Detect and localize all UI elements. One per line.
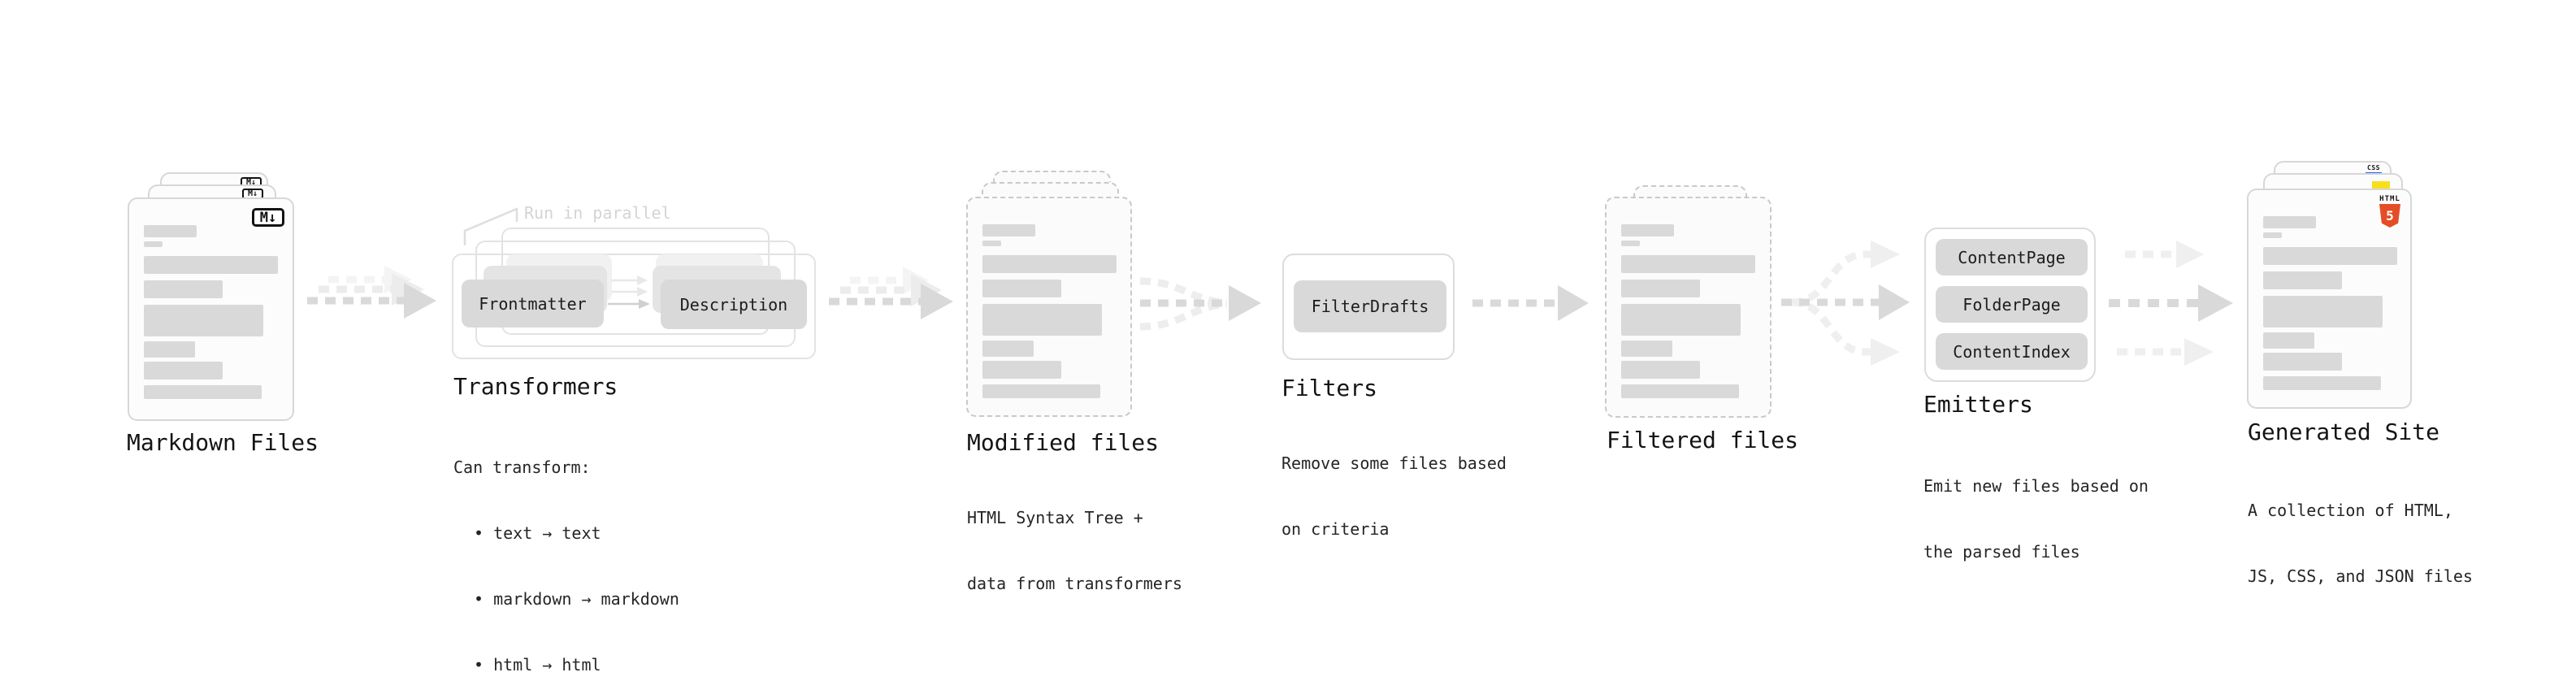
arrow-emitters-to-generated [2109, 241, 2233, 366]
run-in-parallel-note: Run in parallel [524, 203, 671, 223]
text-line-placeholder [1621, 224, 1674, 236]
bullet-item: • html → html [474, 655, 601, 674]
description-line: Emit new files based on [1923, 476, 2149, 496]
text-line-placeholder [982, 304, 1102, 336]
arrow-filters-to-filtered [1472, 285, 1589, 321]
description-line: Remove some files based [1281, 453, 1507, 473]
text-line-placeholder [144, 362, 223, 380]
text-line-placeholder [2263, 247, 2397, 265]
stage-title-filtered-files: Filtered files [1607, 427, 1799, 453]
text-line-placeholder [982, 384, 1100, 398]
description-line: on criteria [1281, 519, 1390, 539]
filtered-file-card-front [1605, 197, 1772, 418]
html5-icon-word: HTML [2379, 195, 2400, 203]
bullet-item: • text → text [474, 523, 601, 543]
stage-title-markdown-files: Markdown Files [127, 429, 319, 456]
emitters-panel: ContentPage FolderPage ContentIndex [1924, 228, 2096, 382]
generated-site-description: A collection of HTML, JS, CSS, and JSON … [2248, 456, 2473, 631]
text-line-placeholder [982, 224, 1035, 236]
stage-title-modified-files: Modified files [967, 429, 1160, 456]
css-icon-label: CSS [2367, 165, 2380, 171]
transformers-description: Can transform: • text → text • markdown … [453, 413, 679, 681]
text-line-placeholder [144, 280, 223, 298]
html5-icon: HTML 5 [2379, 195, 2400, 228]
content-index-emitter-box: ContentIndex [1936, 333, 2088, 370]
text-line-placeholder [1621, 280, 1700, 297]
text-line-placeholder [144, 256, 278, 274]
text-line-placeholder [2263, 216, 2316, 228]
description-line: A collection of HTML, [2248, 501, 2453, 520]
text-line-placeholder [982, 361, 1061, 379]
text-line-placeholder [1621, 241, 1640, 246]
filter-drafts-box: FilterDrafts [1294, 280, 1446, 332]
html5-icon-shield: 5 [2379, 204, 2400, 228]
description-line: HTML Syntax Tree + [967, 508, 1143, 527]
description-line: the parsed files [1923, 542, 2080, 562]
description-line: JS, CSS, and JSON files [2248, 566, 2473, 586]
arrow-filtered-to-emitters-fanout [1781, 241, 1910, 366]
text-line-placeholder [2263, 353, 2342, 371]
text-line-placeholder [2263, 332, 2314, 349]
text-line-placeholder [982, 241, 1001, 246]
stage-title-filters: Filters [1281, 375, 1378, 401]
js-icon [2372, 181, 2390, 189]
text-line-placeholder [1621, 255, 1755, 273]
markdown-file-card-front: M↓ [128, 197, 294, 421]
text-line-placeholder [144, 241, 163, 247]
stage-title-generated-site: Generated Site [2248, 419, 2440, 445]
html-file-card: HTML 5 [2247, 189, 2412, 409]
frontmatter-transformer-box: Frontmatter [462, 280, 604, 327]
content-page-emitter-box: ContentPage [1936, 239, 2088, 275]
text-line-placeholder [2263, 376, 2381, 390]
text-line-placeholder [1621, 384, 1739, 398]
text-line-placeholder [982, 280, 1061, 297]
filters-panel: FilterDrafts [1282, 254, 1455, 360]
modified-file-card-front [966, 197, 1132, 417]
text-line-placeholder [1621, 340, 1672, 357]
emitters-description: Emit new files based on the parsed files [1923, 432, 2149, 607]
text-line-placeholder [982, 255, 1117, 273]
text-line-placeholder [1621, 304, 1741, 336]
folder-page-emitter-box: FolderPage [1936, 286, 2088, 323]
text-line-placeholder [2263, 271, 2342, 289]
text-line-placeholder [2263, 232, 2282, 238]
filters-description: Remove some files based on criteria [1281, 409, 1507, 584]
arrow-modified-to-filters-merge [1139, 277, 1261, 331]
text-line-placeholder [1621, 361, 1700, 379]
description-transformer-box: Description [661, 280, 807, 329]
arrow-markdown-to-transformers [307, 266, 436, 319]
transformer-frame-front [452, 254, 816, 359]
markdown-icon: M↓ [252, 208, 284, 227]
modified-files-description: HTML Syntax Tree + data from transformer… [967, 463, 1182, 639]
text-line-placeholder [144, 305, 263, 336]
stage-title-emitters: Emitters [1923, 391, 2033, 418]
text-line-placeholder [982, 340, 1034, 357]
bullet-item: • markdown → markdown [474, 589, 679, 609]
stage-title-transformers: Transformers [453, 373, 618, 400]
text-line-placeholder [144, 341, 195, 358]
text-line-placeholder [2263, 296, 2383, 327]
text-line-placeholder [144, 225, 197, 237]
text-line-placeholder [144, 385, 262, 399]
can-transform-heading: Can transform: [453, 458, 591, 477]
description-line: data from transformers [967, 574, 1182, 593]
arrow-transformers-to-modified [829, 267, 953, 319]
